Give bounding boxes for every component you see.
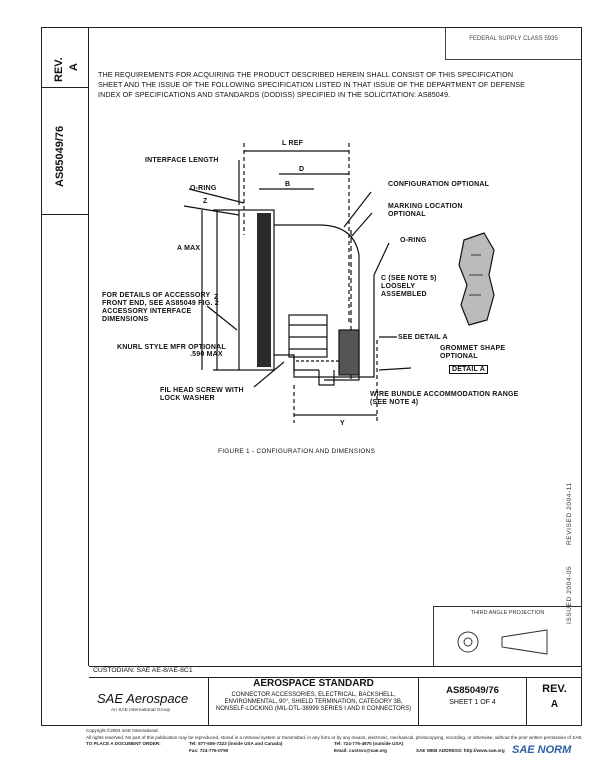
side-part-number: AS85049/76 [54, 125, 66, 187]
label-590-max: .590 MAX [190, 351, 223, 358]
side-rev-value: A [68, 63, 80, 71]
brand-cell: SAE Aerospace An SAE International Group [89, 677, 209, 726]
title-rev-label: REV. [542, 683, 567, 695]
label-o-ring-right: O-RING [400, 237, 427, 244]
side-strip: REV. A AS85049/76 [41, 27, 89, 666]
sae-logo: SAE Aerospace [97, 691, 189, 706]
clamp-section [288, 314, 328, 358]
sae-logo-sub: An SAE International Group [111, 708, 171, 713]
intro-paragraph: THE REQUIREMENTS FOR ACQUIRING THE PRODU… [98, 70, 526, 99]
label-accessory-details: FOR DETAILS OF ACCESSORY FRONT END, SEE … [102, 292, 219, 323]
side-divider [41, 214, 88, 215]
title-cell: AEROSPACE STANDARD CONNECTOR ACCESSORIES… [209, 677, 419, 726]
label-z-top: Z [203, 198, 208, 205]
rights-notice: All rights reserved. No part of this pub… [86, 734, 583, 740]
sheet-frame [41, 27, 582, 726]
tel-usa: Tel: 877-606-7323 (inside USA and Canada… [189, 741, 283, 747]
label-c-note: C (SEE NOTE 5) LOOSELY ASSEMBLED [381, 275, 437, 298]
label-marking-location: MARKING LOCATION OPTIONAL [388, 203, 463, 218]
label-z-mid: Z [214, 294, 219, 301]
label-o-ring-left: O-RING [190, 185, 217, 192]
label-y: Y [340, 420, 345, 427]
label-a-max: A MAX [177, 245, 201, 252]
label-knurl: KNURL STYLE MFR OPTIONAL [117, 344, 226, 351]
label-fil-head-screw: FIL HEAD SCREW WITH LOCK WASHER [160, 387, 244, 402]
knurl-band [257, 213, 271, 367]
label-detail-a: DETAIL A [449, 365, 488, 374]
fax: Fax: 724-776-0790 [189, 748, 229, 754]
figure-1-drawing [183, 143, 495, 423]
label-configuration-optional: CONFIGURATION OPTIONAL [388, 181, 490, 188]
side-divider [41, 87, 88, 88]
label-l-ref: L REF [282, 140, 304, 147]
detail-a-sketch [458, 232, 495, 326]
standard-title: AEROSPACE STANDARD [253, 678, 374, 689]
tel-outside: Tel: 724-776-4970 (outside USA) [334, 741, 404, 747]
footer: Copyright ©2004 SAE International All ri… [86, 728, 586, 755]
coupling-nut [238, 209, 275, 371]
title-block: SAE Aerospace An SAE International Group… [89, 677, 582, 726]
federal-supply-class: FEDERAL SUPPLY CLASS 5935 [445, 28, 581, 60]
custodian: CUSTODIAN: SAE AE-8/AE-8C1 [93, 667, 193, 674]
side-rev-label: REV. [53, 57, 65, 82]
title-rev-value: A [550, 699, 559, 710]
title-part-number: AS85049/76 [446, 685, 499, 696]
projection-label: THIRD ANGLE PROJECTION [470, 610, 545, 616]
rev-cell: REV. A [527, 677, 582, 726]
label-d: D [299, 166, 305, 173]
order-info: TO PLACE A DOCUMENT ORDER: Tel: 877-606-… [86, 741, 586, 755]
label-b: B [285, 181, 291, 188]
figure-caption: FIGURE 1 - CONFIGURATION AND DIMENSIONS [218, 448, 376, 455]
custodian-row [89, 666, 582, 678]
elbow-body [274, 224, 360, 335]
label-wire-bundle: WIRE BUNDLE ACCOMMODATION RANGE (SEE NOT… [370, 391, 519, 406]
projection-symbol [457, 629, 548, 655]
copyright: Copyright ©2004 SAE International [86, 728, 158, 733]
email: Email: custsvc@sae.org [334, 748, 387, 754]
part-cell: AS85049/76 SHEET 1 OF 4 [419, 677, 527, 726]
revised-date: REVISED 2004-11 [566, 482, 573, 545]
web-address[interactable]: SAE WEB ADDRESS: http://www.sae.org [416, 748, 505, 754]
label-see-detail-a: SEE DETAIL A [398, 334, 448, 341]
label-grommet: GROMMET SHAPE OPTIONAL [440, 345, 506, 360]
sheet-number: SHEET 1 OF 4 [449, 699, 496, 706]
order-label: TO PLACE A DOCUMENT ORDER: [86, 741, 161, 747]
third-angle-projection: THIRD ANGLE PROJECTION [433, 606, 581, 666]
label-interface-length: INTERFACE LENGTH [145, 157, 219, 164]
watermark: SAE NORM [512, 744, 572, 756]
standard-subtitle: CONNECTOR ACCESSORIES, ELECTRICAL, BACKS… [215, 692, 412, 713]
